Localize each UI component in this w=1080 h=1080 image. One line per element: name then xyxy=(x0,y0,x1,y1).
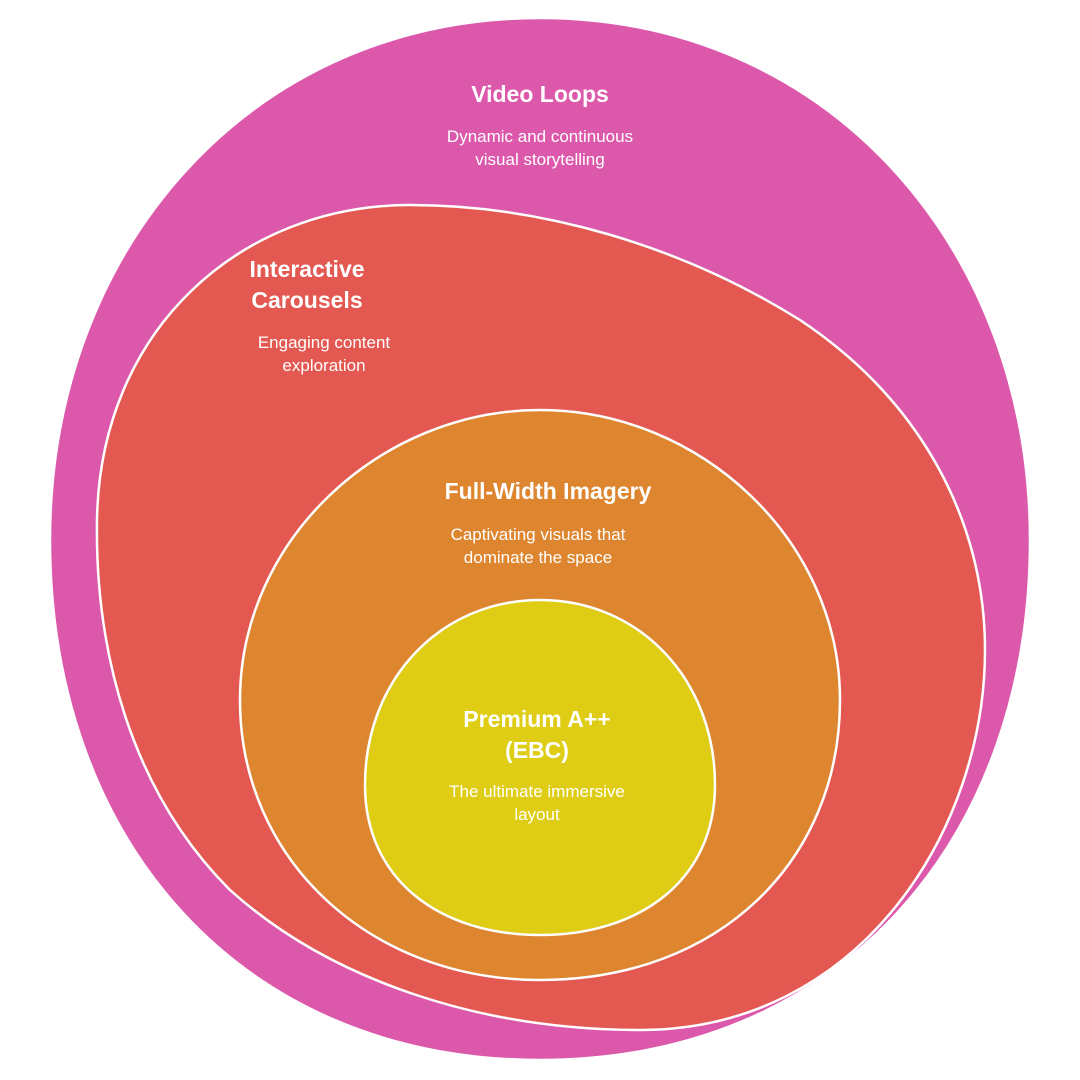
layer-video-loops-label: Video Loops Dynamic and continuous visua… xyxy=(447,79,633,171)
layer-video-loops-description: Dynamic and continuous visual storytelli… xyxy=(446,127,634,169)
layer-interactive-carousels-description: Engaging content exploration xyxy=(257,333,391,375)
layer-premium-label: Premium A++ (EBC) The ultimate immersive… xyxy=(449,704,625,826)
layer-full-width-imagery-description: Captivating visuals that dominate the sp… xyxy=(450,525,626,567)
layer-interactive-carousels-title: Interactive Carousels xyxy=(249,256,365,313)
layer-interactive-carousels-label: Interactive Carousels Engaging content e… xyxy=(241,254,390,377)
layer-premium-title: Premium A++ (EBC) xyxy=(463,706,611,763)
layer-full-width-imagery-label: Full-Width Imagery Captivating visuals t… xyxy=(445,476,652,569)
layer-video-loops-title: Video Loops xyxy=(471,81,609,107)
layer-full-width-imagery-title: Full-Width Imagery xyxy=(444,478,652,504)
layer-premium-description: The ultimate immersive layout xyxy=(449,782,625,824)
layer-premium-shape xyxy=(363,598,717,937)
